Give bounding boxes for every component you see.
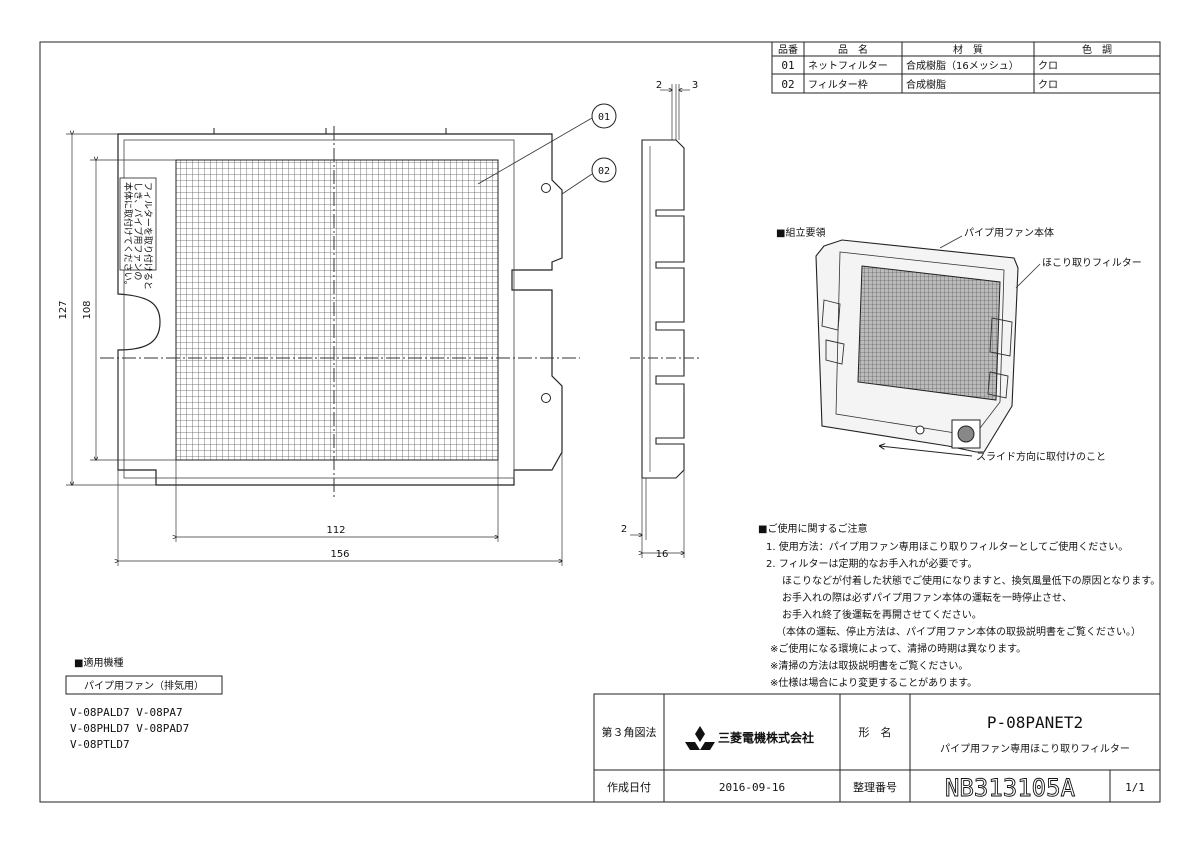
table-cell-material: 合成樹脂	[906, 78, 946, 91]
model-line: V-08PHLD7 V-08PAD7	[70, 722, 189, 735]
table-cell-name: ネットフィルター	[808, 60, 888, 72]
dim-side-depth: 16	[656, 549, 669, 560]
net-filter-mesh	[175, 159, 499, 461]
table-header-name: 品 名	[838, 43, 868, 56]
model-line: V-08PTLD7	[70, 738, 130, 751]
notes-line: 2. フィルターは定期的なお手入れが必要です。	[766, 557, 978, 570]
frame-label-line1: フィルターを取り付けると	[142, 182, 153, 290]
table-cell-name: フィルター枠	[808, 78, 868, 91]
assembly-title: ■組立要領	[776, 226, 825, 239]
applicable-header: パイプ用ファン（排気用）	[84, 679, 204, 692]
projection-method: 第３角図法	[602, 725, 657, 739]
dim-side-bottom-a: 2	[621, 524, 627, 535]
mitsubishi-logo-icon	[685, 726, 715, 750]
notes-line: お手入れ終了後運転を再開させてください。	[782, 608, 982, 621]
dim-height-outer: 127	[58, 300, 69, 319]
notes-line: ※清掃の方法は取扱説明書をご覧ください。	[770, 659, 968, 672]
label-slide-direction: スライド方向に取付けのこと	[976, 450, 1106, 463]
callout-01-label: 01	[598, 112, 610, 123]
dim-side-top-b: 3	[692, 80, 698, 91]
dim-side-top-a: 2	[656, 80, 662, 91]
frame-label-line2: しき、パイプ用ファンの	[132, 182, 143, 280]
notes-title: ■ご使用に関するご注意	[758, 522, 867, 535]
product-name: パイプ用ファン専用ほこり取りフィルター	[940, 743, 1130, 755]
label-fan-body: パイプ用ファン本体	[964, 226, 1054, 239]
ref-label: 整理番号	[853, 780, 897, 794]
title-block: 第３角図法 三菱電機株式会社 形 名 P-08PANET2 パイプ用ファン専用ほ…	[593, 693, 1161, 803]
created-date: 2016-09-16	[719, 781, 785, 794]
table-cell-no: 02	[781, 78, 794, 91]
parts-table: 品番 品 名 材 質 色 調 01 ネットフィルター 合成樹脂（16メッシュ） …	[771, 41, 1161, 94]
label-dust-filter: ほこり取りフィルター	[1042, 257, 1142, 269]
notes-line: お手入れの際は必ずパイプ用ファン本体の運転を一時停止させ、	[782, 591, 1072, 604]
table-header-no: 品番	[778, 44, 798, 56]
reference-number: NB313105A	[945, 774, 1076, 802]
name-label: 形 名	[859, 725, 892, 739]
usage-notes: ■ご使用に関するご注意 1. 使用方法：パイプ用ファン専用ほこり取りフィルターと…	[758, 522, 1160, 689]
notes-line: ほこりなどが付着した状態でご使用になりますと、換気風量低下の原因となります。	[782, 574, 1160, 587]
dim-height-inner: 108	[82, 300, 93, 319]
callout-02-label: 02	[598, 166, 610, 177]
model-number: P-08PANET2	[987, 713, 1083, 732]
table-cell-no: 01	[781, 59, 794, 72]
date-label: 作成日付	[607, 781, 651, 794]
front-view: フィルターを取り付けると しき、パイプ用ファンの 本体に取付けてください。 12…	[58, 103, 617, 566]
notes-line: 1. 使用方法：パイプ用ファン専用ほこり取りフィルターとしてご使用ください。	[766, 540, 1128, 553]
table-cell-color: クロ	[1038, 79, 1058, 91]
table-cell-color: クロ	[1038, 60, 1058, 72]
company-name: 三菱電機株式会社	[718, 730, 814, 745]
model-line: V-08PALD7 V-08PA7	[70, 706, 183, 719]
notes-line: ※ご使用になる環境によって、清掃の時期は異なります。	[770, 642, 1026, 655]
table-cell-material: 合成樹脂（16メッシュ）	[906, 59, 1019, 72]
side-view: 2 3 2 16	[621, 80, 700, 560]
filter-frame	[117, 133, 563, 486]
callout-02	[591, 157, 617, 183]
dim-width-inner: 112	[326, 525, 345, 536]
applicable-title: ■適用機種	[74, 656, 123, 669]
sheet-number: 1/1	[1125, 781, 1145, 794]
dim-width-outer: 156	[330, 549, 349, 560]
notes-line: （本体の運転、停止方法は、パイプ用ファン本体の取扱説明書をご覧ください。）	[776, 625, 1141, 638]
callout-01	[591, 103, 617, 129]
assembly-view: ■組立要領 パイプ用ファン本体 ほこり取りフィルター スライド方向に取付けのこと	[776, 226, 1142, 463]
assembly-filter-mesh	[857, 265, 1001, 401]
table-header-color: 色 調	[1082, 43, 1112, 56]
applicable-models: ■適用機種 パイプ用ファン（排気用） V-08PALD7 V-08PA7 V-0…	[65, 656, 223, 751]
frame-label-line3: 本体に取付けてください。	[122, 182, 134, 290]
notes-line: ※仕様は場合により変更することがあります。	[770, 676, 977, 689]
table-header-material: 材 質	[953, 43, 983, 56]
